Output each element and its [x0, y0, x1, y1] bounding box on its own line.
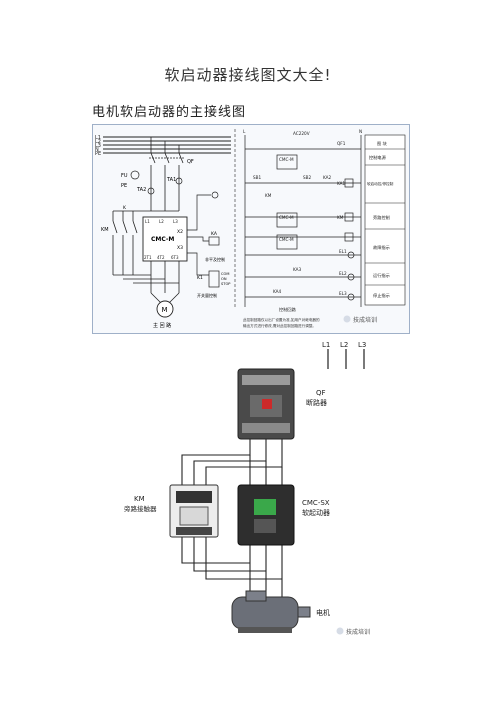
terminal-bottom-1: 2T1 [144, 255, 152, 260]
distribution-wires [181, 439, 283, 597]
ta1-coil [175, 177, 183, 185]
line-label-l2: L2 [340, 341, 348, 349]
qf-label: QF [187, 159, 194, 165]
legend-4: 故障指示 [373, 244, 390, 251]
softstarter-label: CMC-SX [302, 499, 330, 507]
legend-2: 软启动控/停控制 [367, 181, 394, 186]
softstarter-desc: 软起动器 [302, 508, 330, 517]
ctrl-footer: 控制回路 [279, 306, 297, 313]
note-ka: 非平及控制 [205, 256, 225, 262]
svg-text:N: N [359, 129, 362, 134]
motor-circle [156, 300, 174, 318]
note-line-1: 此控制回路仅以出厂设置为准,如用户对继电器的 [243, 317, 320, 322]
legend-table [364, 134, 406, 306]
k1-stop: STOP [221, 282, 231, 286]
ctrl-el1: EL1 [339, 249, 347, 254]
motor-desc: 电机 [316, 608, 330, 617]
ctrl-el2: EL2 [339, 271, 347, 276]
wiring-photo-diagram: L1 L2 L3 QF 断路器 KM 旁路接触器 [120, 335, 382, 647]
breaker-desc: 断路器 [306, 398, 327, 407]
legend-6: 停止指示 [373, 292, 390, 299]
ctrl-box-2: CMC-M [279, 215, 294, 220]
watermark-icon-2 [336, 627, 344, 635]
wiring-svg: L1 L2 L3 QF 断路器 KM 旁路接触器 [124, 341, 370, 636]
x3-label: X3 [177, 245, 183, 251]
line-label-l1: L1 [322, 341, 330, 349]
incoming-wires [327, 349, 365, 369]
main-circuit-schematic: L1 L2 L3 N PE QF FU PE TA2 TA1 K KM L1 L… [92, 124, 410, 334]
ta2-label: TA2 [136, 187, 146, 193]
note-k1: 开关量控制 [197, 292, 217, 298]
motor-label: 主 回 路 [153, 322, 171, 329]
soft-starter-box [142, 216, 188, 262]
ctrl-qf: QF1 [337, 141, 346, 146]
watermark-icon [343, 315, 351, 323]
legend-0: 图 块 [377, 140, 388, 147]
schematic-svg: L1 L2 L3 N PE QF FU PE TA2 TA1 K KM L1 L… [95, 129, 406, 329]
starter-model: CMC-M [151, 236, 174, 243]
ctrl-km-b: KM [337, 215, 344, 220]
terminal-top-3: L3 [173, 219, 178, 224]
bus-label-l3: L3 [95, 143, 101, 149]
legend-5: 运行指示 [373, 272, 390, 279]
section-title: 电机软启动器的主接线图 [92, 105, 247, 120]
legend-3: 旁路控制 [373, 214, 390, 221]
ctrl-box-1: CMC-M [279, 157, 294, 162]
fu-label: FU [121, 173, 128, 179]
motor-symbol: M [162, 306, 168, 314]
k1-on: ON [221, 277, 227, 281]
ctrl-box-3: CMC-M [279, 237, 294, 242]
terminal-top-2: L2 [159, 219, 164, 224]
motor-wiring [113, 261, 180, 304]
pe-label: PE [121, 183, 127, 189]
terminal-bottom-2: 4T2 [157, 255, 165, 260]
ctrl-ka2: KA2 [323, 175, 332, 180]
ta2-coil [147, 187, 155, 195]
x2-label: X2 [177, 229, 183, 235]
ctrl-ka3: KA3 [293, 267, 302, 272]
watermark-2: 技成培训 [346, 628, 370, 636]
ctrl-supply: AC220V [293, 131, 310, 136]
ctrl-ka1: KA1 [337, 181, 346, 186]
ctrl-sb2: SB2 [303, 175, 312, 180]
meter-circle [130, 170, 140, 180]
ka-label: KA [211, 231, 218, 237]
terminal-top-1: L1 [145, 219, 150, 224]
breaker-qf [237, 368, 295, 440]
ta1-label: TA1 [166, 177, 176, 183]
ctrl-el3: EL3 [339, 291, 347, 296]
page-title: 软启动器接线图文大全! [164, 66, 332, 84]
terminal-bottom-3: 6T3 [171, 255, 179, 260]
line-label-l3: L3 [358, 341, 366, 349]
bus-label-pe: PE [95, 151, 101, 157]
km-label: KM [101, 227, 109, 233]
watermark-1: 技成培训 [353, 316, 377, 324]
breaker-label: QF [316, 389, 326, 397]
ctrl-sb1: SB1 [253, 175, 262, 180]
svg-text:K1: K1 [197, 275, 203, 281]
svg-text:L: L [243, 129, 246, 134]
legend-1: 控制电源 [369, 154, 387, 161]
k-label: K [123, 205, 127, 211]
bus-label-l1: L1 [95, 135, 101, 141]
ctrl-ka4: KA4 [273, 289, 282, 294]
ctrl-km-a: KM [265, 193, 272, 198]
control-circuit-lines [244, 135, 362, 307]
bypass-contactor-symbol [112, 210, 179, 275]
bypass-contactor [169, 484, 219, 538]
note-line-2: 输出方式进行修改,需对此控制回路进行调整。 [243, 323, 316, 328]
bus-label-n: N [95, 147, 99, 153]
k1-com: COM [221, 272, 229, 276]
motor [231, 590, 311, 633]
bus-label-l2: L2 [95, 139, 101, 145]
breaker-qf-symbol [149, 137, 185, 211]
contactor-desc: 旁路接触器 [124, 504, 157, 513]
bus-bars [103, 136, 231, 154]
soft-starter [237, 484, 295, 546]
contactor-label: KM [134, 495, 145, 503]
